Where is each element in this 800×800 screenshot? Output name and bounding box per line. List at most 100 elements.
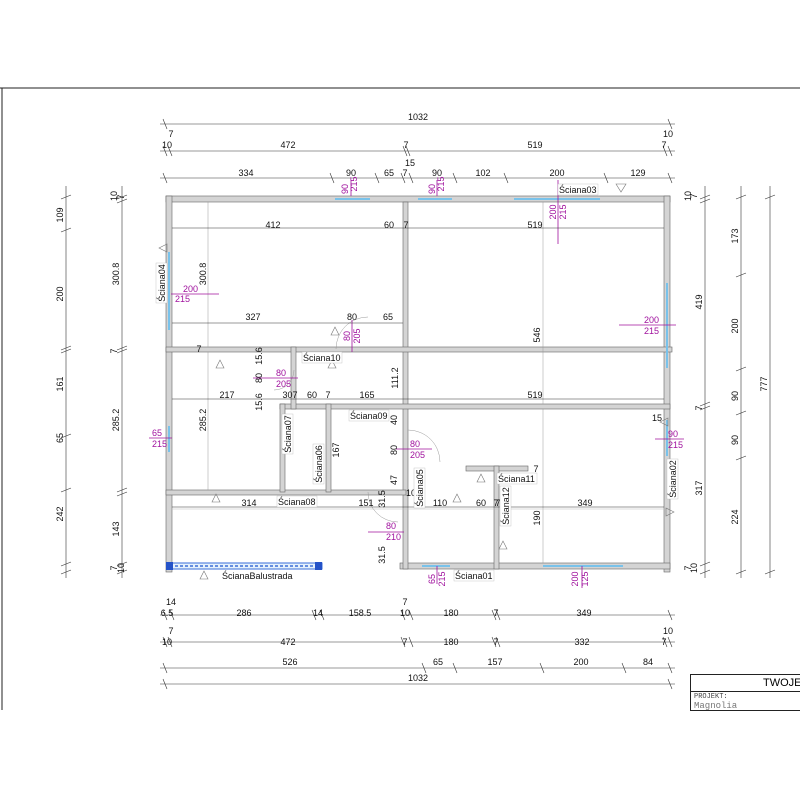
- dim-label: 90: [730, 391, 740, 401]
- dim-label: 31.5: [377, 490, 387, 508]
- wall-center-vertical: [402, 201, 409, 570]
- dim-label: 307: [282, 390, 297, 400]
- dim-label: 7: [116, 194, 126, 199]
- dim-label: 7: [109, 565, 119, 570]
- dim-label: 7: [493, 637, 498, 647]
- dim-label: 285.2: [198, 409, 208, 432]
- left-dimensions: 10 109 200 7 161 65 242 143 7 7 300.8 28…: [55, 186, 128, 578]
- opening-width: 90: [427, 184, 437, 194]
- dim-label: 80: [347, 312, 357, 322]
- dim-label: 190: [532, 510, 542, 525]
- wall-label: Ściana12: [500, 487, 511, 525]
- dim-label: 7: [533, 464, 538, 474]
- dim-label: 7: [196, 344, 201, 354]
- dim-label: 157: [487, 657, 502, 667]
- wall-lower-horizontal: [279, 403, 671, 410]
- wall-label: Ściana04: [156, 264, 167, 302]
- wall-12: [493, 465, 500, 570]
- wall-mid-horizontal: [165, 346, 673, 353]
- dim-label: 31.5: [377, 546, 387, 564]
- wall-label: Ściana08: [278, 496, 316, 507]
- wall-label: Ściana06: [313, 445, 324, 483]
- dim-label: 286: [236, 608, 251, 618]
- walls: [165, 195, 673, 573]
- opening-height: 125: [580, 571, 590, 586]
- dim-label: 7: [694, 405, 704, 410]
- dim-label: 349: [577, 498, 592, 508]
- opening-width: 80: [342, 331, 352, 341]
- dim-label: 80: [254, 373, 264, 383]
- dim-label: 285.2: [111, 409, 121, 432]
- dim-label: 10: [162, 140, 172, 150]
- top-dimensions: 1032 7 10 472 7 519 10 7 334 90 65 7 15 …: [160, 112, 675, 184]
- opening-height: 205: [352, 328, 362, 343]
- dim-label: 242: [55, 506, 65, 521]
- dim-label: 519: [527, 140, 542, 150]
- dim-label: 10: [109, 191, 119, 201]
- opening-width: 90: [668, 429, 678, 439]
- dim-label: 332: [574, 637, 589, 647]
- dim-label: 327: [245, 312, 260, 322]
- opening-width: 80: [386, 521, 396, 531]
- opening-height: 215: [644, 326, 659, 336]
- dim-label: 10: [689, 563, 699, 573]
- opening-height: 215: [175, 294, 190, 304]
- opening-height: 210: [386, 532, 401, 542]
- dim-label: 300.8: [111, 263, 121, 286]
- dim-label: 200: [55, 286, 65, 301]
- dim-label: 60: [476, 498, 486, 508]
- dim-label: 109: [55, 207, 65, 222]
- opening-width: 80: [276, 368, 286, 378]
- dim-label: 412: [265, 220, 280, 230]
- dim-label: 317: [694, 480, 704, 495]
- wall-bottom-right: [399, 562, 671, 570]
- dim-label: 217: [219, 390, 234, 400]
- dim-label: 65: [384, 168, 394, 178]
- dim-label: 519: [527, 220, 542, 230]
- dim-label: 546: [532, 327, 542, 342]
- opening-width: 200: [183, 284, 198, 294]
- dim-label: 7: [402, 168, 407, 178]
- dim-label: 60: [384, 220, 394, 230]
- wall-bottom-horizontal: [165, 489, 407, 496]
- dim-label: 472: [280, 140, 295, 150]
- dim-label: 526: [282, 657, 297, 667]
- dim-label: 7: [661, 140, 666, 150]
- dim-label: 15.6: [254, 393, 264, 411]
- dim-label: 60: [307, 390, 317, 400]
- interior-dimensions: 412 60 7 519 300.8 327 80 65 546 15.6 80…: [172, 220, 664, 564]
- dim-label: 7: [493, 498, 498, 508]
- opening-width: 200: [548, 204, 558, 219]
- wall-label: Ściana01: [455, 570, 493, 581]
- dim-label: 200: [549, 168, 564, 178]
- dim-label: 10: [663, 626, 673, 636]
- dim-label: 90: [432, 168, 442, 178]
- dim-label: 7: [689, 193, 699, 198]
- opening-markers: [149, 180, 684, 588]
- opening-height: 215: [436, 176, 446, 191]
- dim-label: 200: [730, 318, 740, 333]
- dim-label: 300.8: [198, 263, 208, 286]
- dim-label: 7: [403, 140, 408, 150]
- dim-label: 349: [576, 608, 591, 618]
- dim-label: 151: [358, 498, 373, 508]
- opening-width: 200: [570, 571, 580, 586]
- door-swing: [335, 316, 369, 350]
- dim-label: 7: [495, 498, 500, 508]
- opening-height: 205: [410, 450, 425, 460]
- door-swing: [407, 429, 441, 463]
- dim-label: 15.6: [254, 347, 264, 365]
- title-block-project: PROJEKT: Magnolia: [690, 691, 800, 711]
- dim-label: 143: [111, 521, 121, 536]
- dim-label: 129: [630, 168, 645, 178]
- dim-label: 65: [383, 312, 393, 322]
- dim-label: 15: [405, 158, 415, 168]
- opening-height: 215: [668, 440, 683, 450]
- dim-top-total: 1032: [408, 112, 428, 122]
- dim-label: 10: [400, 608, 410, 618]
- opening-width: 80: [410, 439, 420, 449]
- wall-label: Ściana07: [282, 415, 293, 453]
- wall-labels: Ściana03 Ściana04 Ściana10 Ściana09 Ścia…: [155, 183, 679, 582]
- dim-label: 10: [162, 637, 172, 647]
